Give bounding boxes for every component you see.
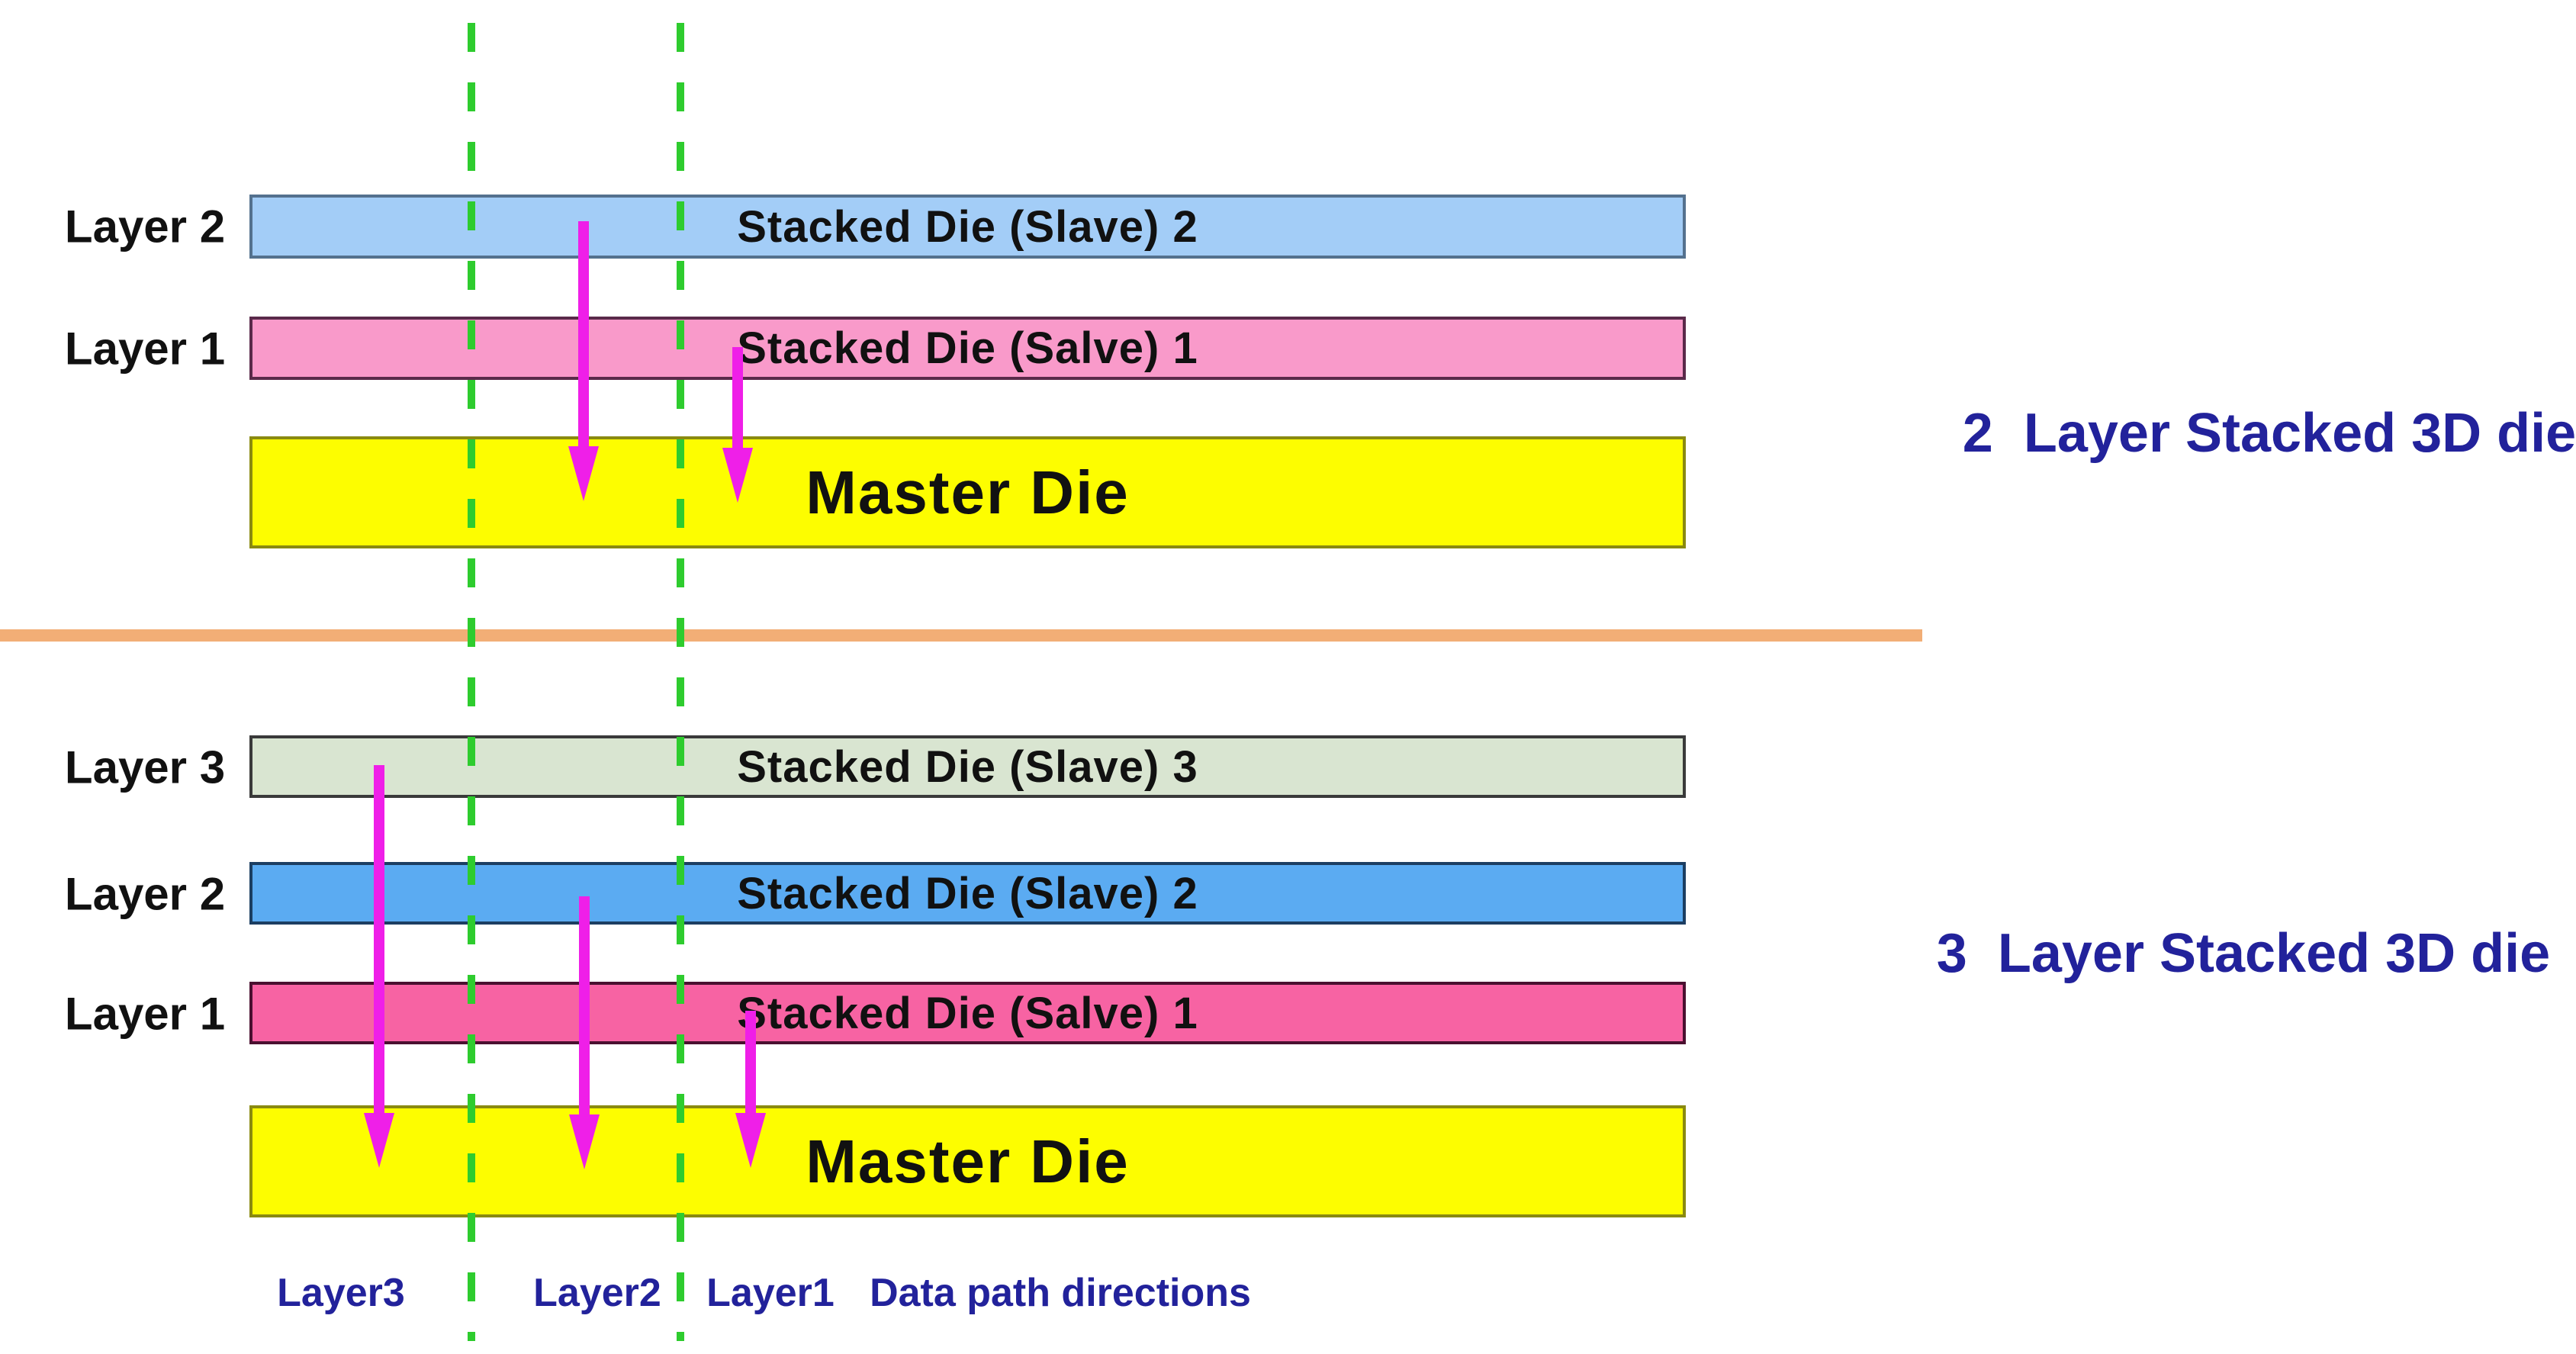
bottom-stacked-die-slave1-bar: Stacked Die (Salve) 1 — [249, 982, 1686, 1044]
footer-data-path-directions-label: Data path directions — [870, 1271, 1251, 1315]
bottom-layer3-side-label: Layer 3 — [64, 741, 226, 793]
bottom-layer1-side-label: Layer 1 — [64, 988, 226, 1040]
bottom-stacked-die-slave3-bar: Stacked Die (Slave) 3 — [249, 735, 1686, 798]
two-layer-caption: 2 Layer Stacked 3D die — [1962, 403, 2576, 464]
top-layer1-side-label: Layer 1 — [64, 323, 226, 375]
top-stacked-die-slave2-bar: Stacked Die (Slave) 2 — [249, 195, 1686, 259]
top-master-die-label: Master Die — [806, 458, 1130, 526]
top-stacked-die-slave1-bar: Stacked Die (Salve) 1 — [249, 317, 1686, 380]
footer-layer3-label: Layer3 — [277, 1271, 405, 1315]
bottom-stacked-die-slave2-label: Stacked Die (Slave) 2 — [737, 868, 1198, 918]
top-master-die-bar: Master Die — [249, 436, 1686, 548]
bottom-master-die-bar: Master Die — [249, 1105, 1686, 1217]
top-layer2-side-label: Layer 2 — [64, 201, 226, 252]
three-layer-caption: 3 Layer Stacked 3D die — [1936, 923, 2551, 984]
footer-layer1-label: Layer1 — [706, 1271, 835, 1315]
bottom-stacked-die-slave1-label: Stacked Die (Salve) 1 — [737, 988, 1198, 1038]
bottom-layer2-side-label: Layer 2 — [64, 868, 226, 920]
bottom-stacked-die-slave3-label: Stacked Die (Slave) 3 — [737, 741, 1198, 792]
top-stacked-die-slave1-label: Stacked Die (Salve) 1 — [737, 323, 1198, 373]
footer-layer2-label: Layer2 — [533, 1271, 661, 1315]
top-stacked-die-slave2-label: Stacked Die (Slave) 2 — [737, 201, 1198, 252]
bottom-stacked-die-slave2-bar: Stacked Die (Slave) 2 — [249, 862, 1686, 925]
bottom-master-die-label: Master Die — [806, 1127, 1130, 1195]
